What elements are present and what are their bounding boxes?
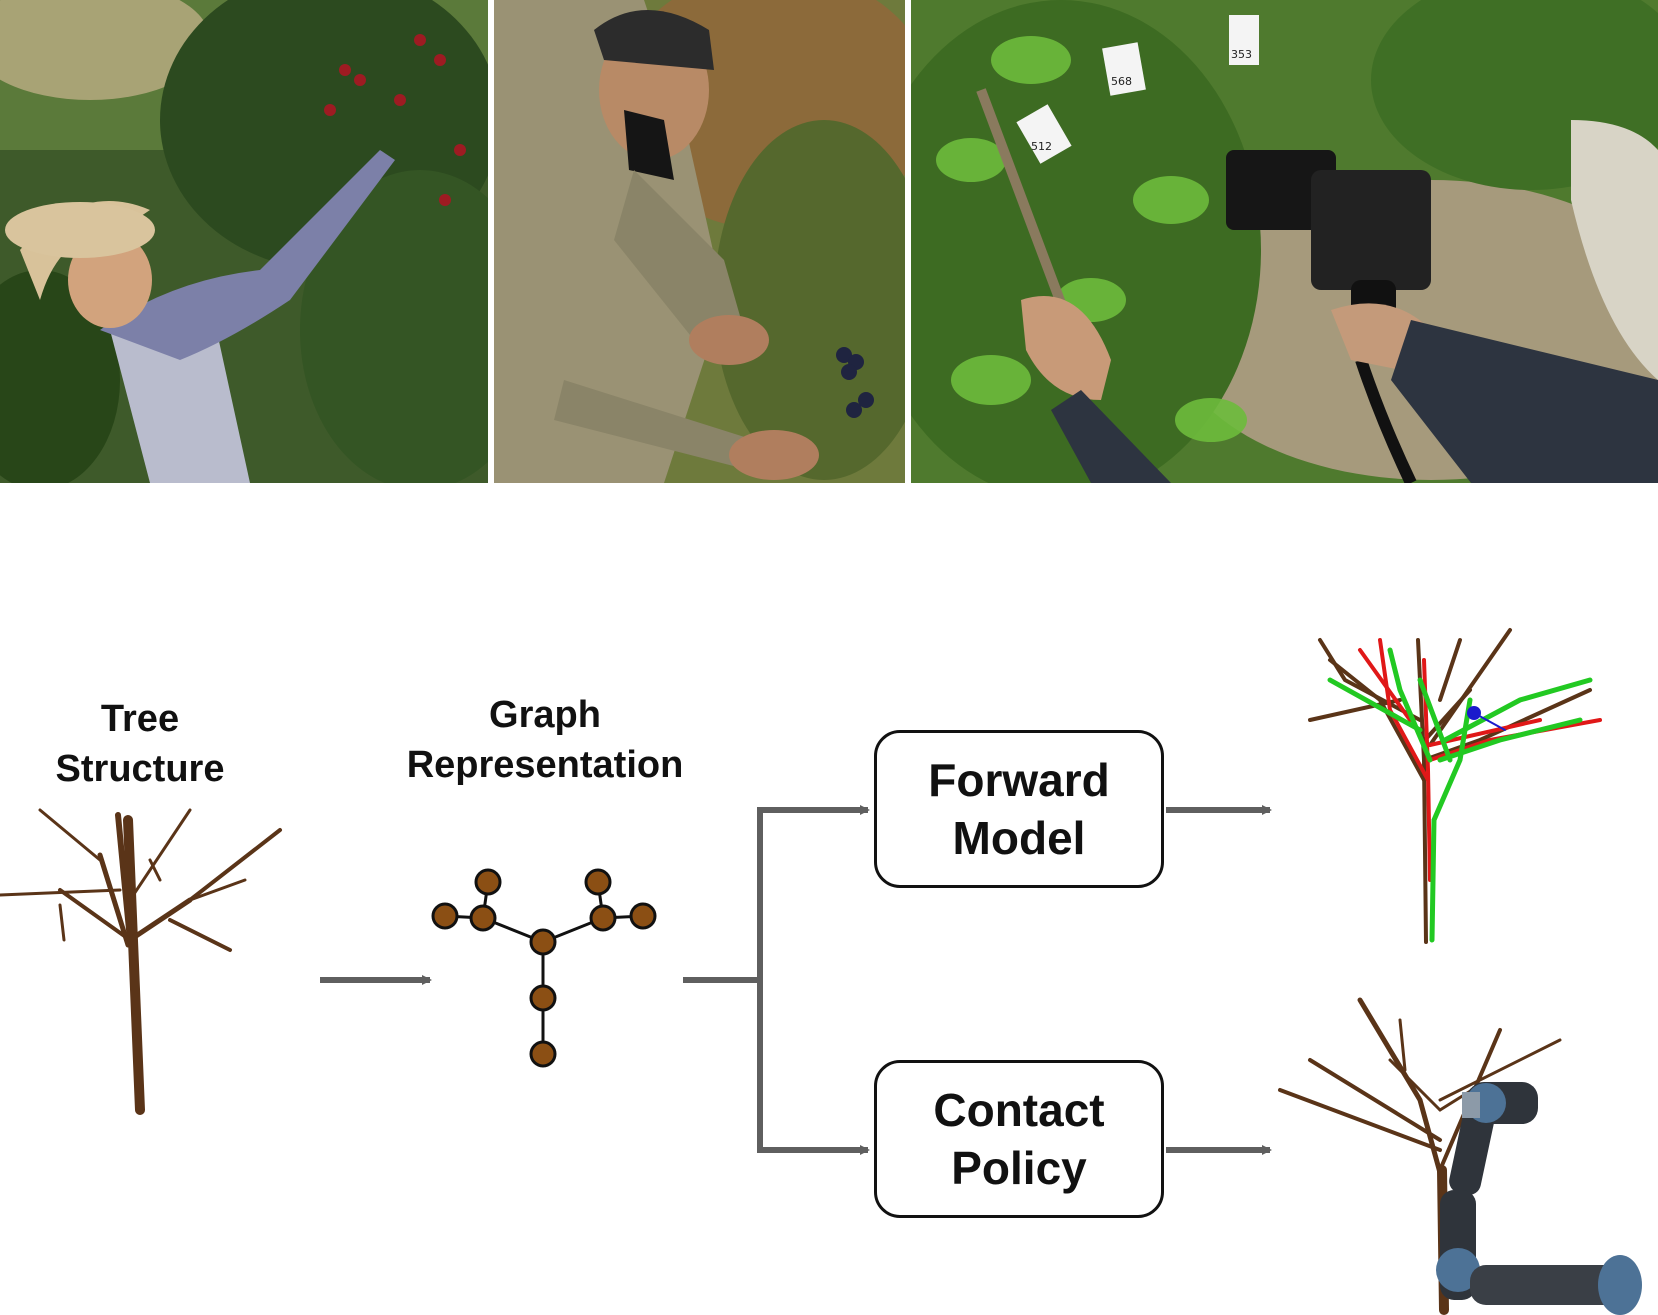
split-connector — [683, 810, 763, 1150]
pipeline-diagram — [0, 628, 1642, 1315]
tree-structure-illustration — [0, 808, 282, 1115]
photo-grape-pruner — [494, 0, 905, 483]
photo-sensor-handheld: 568 512 353 — [911, 0, 1658, 483]
graph-representation-label-line1: Graph — [489, 694, 601, 736]
tree-structure-label: Tree Structure — [20, 694, 260, 794]
graph-node — [529, 1040, 557, 1068]
graph-node — [431, 902, 459, 930]
graph-node — [474, 868, 502, 896]
graph-node — [589, 904, 617, 932]
graph-node — [529, 928, 557, 956]
tag-label: 512 — [1031, 140, 1052, 153]
graph-representation-illustration — [431, 868, 657, 1068]
photo-coffee-picker — [0, 0, 488, 483]
tree-structure-label-line1: Tree — [100, 698, 180, 740]
graph-node — [529, 984, 557, 1012]
tree-structure-label-line2: Structure — [55, 748, 225, 790]
tag-label: 568 — [1111, 75, 1132, 88]
graph-node — [469, 904, 497, 932]
forward-model-label-line2: Model — [952, 812, 1086, 864]
contact-policy-robot-illustration — [1278, 997, 1642, 1315]
contact-point-marker — [1467, 706, 1481, 720]
tag-label: 353 — [1231, 48, 1252, 61]
contact-policy-label-line2: Policy — [951, 1142, 1087, 1194]
graph-node — [629, 902, 657, 930]
forward-model-label-line1: Forward — [928, 754, 1110, 806]
graph-representation-label-line2: Representation — [406, 744, 684, 786]
contact-policy-box: Contact Policy — [874, 1060, 1164, 1218]
robot-arm — [1436, 1082, 1642, 1315]
contact-policy-label-line1: Contact — [933, 1084, 1105, 1136]
forward-model-prediction-illustration — [1308, 628, 1602, 944]
forward-model-box: Forward Model — [874, 730, 1164, 888]
graph-representation-label: Graph Representation — [360, 690, 730, 790]
graph-node — [584, 868, 612, 896]
